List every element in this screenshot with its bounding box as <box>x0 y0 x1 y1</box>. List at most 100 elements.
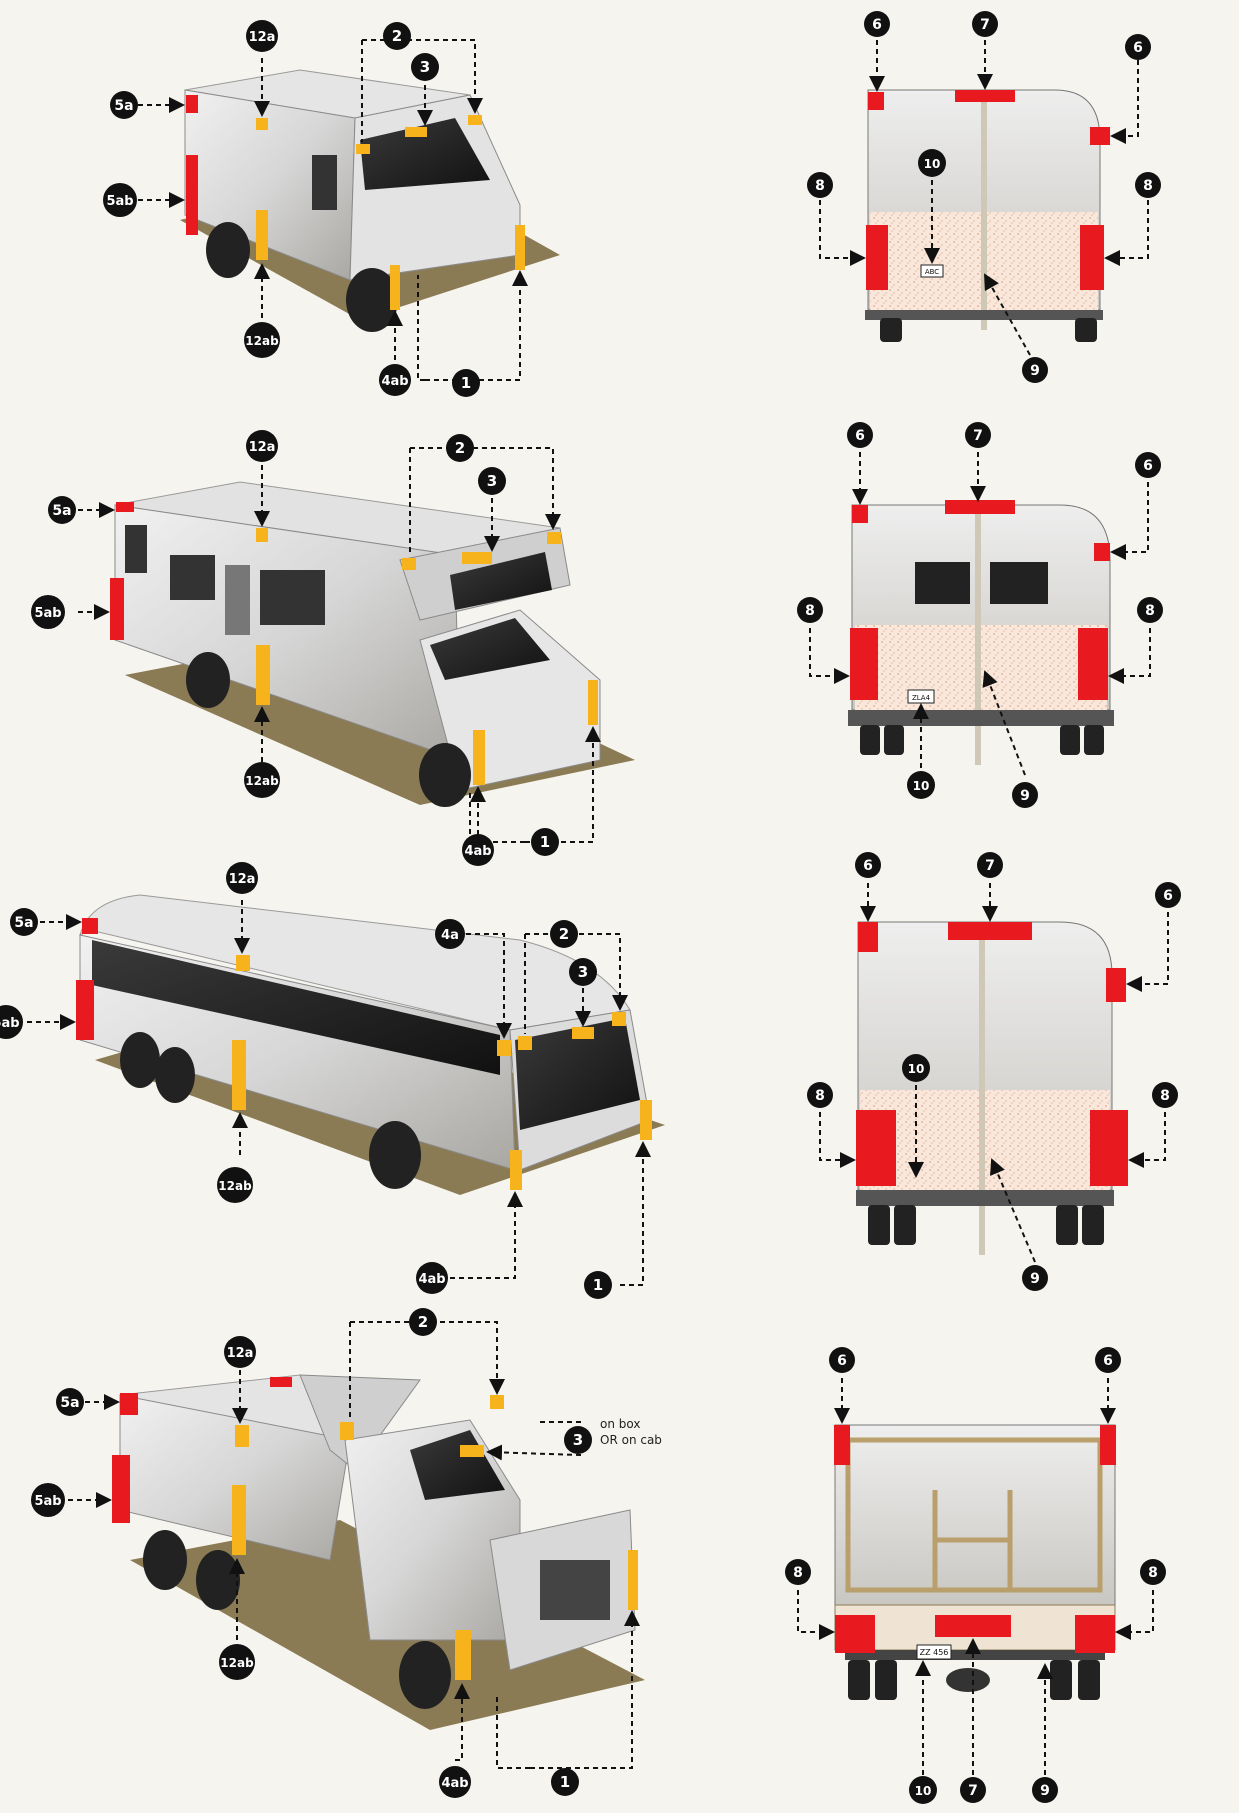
label-4ab: 4ab <box>464 844 491 859</box>
marker-12ab <box>256 645 270 705</box>
label-7: 7 <box>968 1783 978 1799</box>
marker-7 <box>935 1615 1011 1637</box>
van-door-window <box>312 155 337 210</box>
note-or-on-cab: OR on cab <box>600 1433 662 1447</box>
label-7: 7 <box>973 428 983 444</box>
marker-8-left <box>850 628 878 700</box>
coach-bus-row: 5a 5ab 12a 4a 2 3 12ab 4ab 1 <box>0 852 1181 1299</box>
label-9: 9 <box>1030 363 1040 379</box>
marker-8-left <box>835 1615 875 1653</box>
marker-8-left <box>856 1110 896 1186</box>
marker-6-left <box>858 922 878 952</box>
marker-12a <box>236 955 250 971</box>
marker-5ab <box>110 578 124 640</box>
marker-2-right <box>612 1012 626 1026</box>
label-8-left: 8 <box>815 1088 825 1104</box>
rv-van-row: 5a 5ab 12a 12ab 2 3 4ab 1 <box>103 11 1161 397</box>
label-1: 1 <box>540 833 550 851</box>
class-c-rear-view: ZLA4 6 7 6 8 8 10 9 <box>797 422 1163 808</box>
marker-2-right <box>468 115 482 125</box>
label-8-right: 8 <box>1143 178 1153 194</box>
label-6-right: 6 <box>1163 888 1173 904</box>
marker-2-left <box>356 144 370 154</box>
marker-6-right <box>1094 543 1110 561</box>
marker-8-right <box>1080 225 1104 290</box>
label-6-left: 6 <box>863 858 873 874</box>
label-1: 1 <box>560 1773 570 1791</box>
coach-bus-rear-view: 6 7 6 10 8 8 9 <box>807 852 1181 1291</box>
label-10: 10 <box>924 157 941 171</box>
label-1: 1 <box>461 374 471 392</box>
label-12ab: 12ab <box>245 334 279 348</box>
marker-12ab <box>232 1040 246 1110</box>
label-4ab: 4ab <box>441 1776 468 1791</box>
label-5ab: 5ab <box>34 606 61 621</box>
label-12a: 12a <box>227 1346 254 1361</box>
label-3: 3 <box>487 472 497 490</box>
marker-5ab <box>186 155 198 235</box>
label-8-right: 8 <box>1148 1565 1158 1581</box>
marker-7 <box>955 90 1015 102</box>
marker-6-right <box>1090 127 1110 145</box>
marker-5ab <box>112 1455 130 1523</box>
label-10: 10 <box>915 1784 932 1798</box>
plate-text: ABC <box>925 268 939 276</box>
label-7: 7 <box>985 858 995 874</box>
label-12a: 12a <box>249 440 276 455</box>
marker-1 <box>588 680 598 725</box>
label-6-right: 6 <box>1133 40 1143 56</box>
label-12ab: 12ab <box>245 774 279 788</box>
label-9: 9 <box>1030 1271 1040 1287</box>
rv-van-rear-view: ABC 6 7 6 8 10 8 9 <box>807 11 1161 383</box>
label-5a: 5a <box>60 1395 79 1411</box>
label-9: 9 <box>1020 788 1030 804</box>
marker-12ab <box>256 210 268 260</box>
label-12a: 12a <box>249 30 276 45</box>
marker-2-right <box>490 1395 504 1409</box>
label-3: 3 <box>420 58 430 76</box>
label-5ab: 5ab <box>34 1494 61 1509</box>
coach-bus-side-view: 5a 5ab 12a 4a 2 3 12ab 4ab 1 <box>0 862 665 1299</box>
dump-truck-rear-view: ZZ 456 6 6 8 8 10 7 9 <box>785 1347 1166 1804</box>
marker-2-left <box>340 1422 354 1440</box>
label-5ab: 5ab <box>106 194 133 209</box>
rv-van-side-view: 5a 5ab 12a 12ab 2 3 4ab 1 <box>103 20 560 397</box>
label-3: 3 <box>578 963 588 981</box>
marker-4ab <box>510 1150 522 1190</box>
marker-7 <box>945 500 1015 514</box>
marker-5a <box>120 1393 138 1415</box>
label-8-left: 8 <box>815 178 825 194</box>
marker-5a <box>116 502 134 512</box>
label-8-left: 8 <box>793 1565 803 1581</box>
label-4ab: 4ab <box>418 1272 445 1287</box>
marker-8-right <box>1078 628 1108 700</box>
label-5ab: 5ab <box>0 1016 20 1031</box>
marker-3 <box>462 552 492 564</box>
marker-8-left <box>866 225 888 290</box>
marker-12ab <box>232 1485 246 1555</box>
marker-4ab <box>390 265 400 310</box>
label-6-right: 6 <box>1103 1353 1113 1369</box>
plate-text: ZLA4 <box>912 694 931 702</box>
marker-1 <box>628 1550 638 1610</box>
marker-1 <box>515 225 525 270</box>
marker-12a <box>256 528 268 542</box>
label-2: 2 <box>559 925 569 943</box>
label-6-left: 6 <box>837 1353 847 1369</box>
marker-2-left <box>518 1036 532 1050</box>
label-12a: 12a <box>229 872 256 887</box>
marker-8-right <box>1075 1615 1115 1653</box>
truck-rear-box <box>835 1425 1115 1605</box>
label-4ab: 4ab <box>381 374 408 389</box>
dump-truck-side-view: 5a 5ab 12a 12ab 2 3 on box OR on cab 4ab… <box>31 1308 662 1798</box>
marker-6-right <box>1100 1425 1116 1465</box>
marker-7 <box>948 922 1032 940</box>
label-2: 2 <box>392 27 402 45</box>
marker-5a <box>82 918 98 934</box>
label-12ab: 12ab <box>218 1179 252 1193</box>
label-8-right: 8 <box>1160 1088 1170 1104</box>
label-2: 2 <box>455 439 465 457</box>
label-6-left: 6 <box>872 17 882 33</box>
